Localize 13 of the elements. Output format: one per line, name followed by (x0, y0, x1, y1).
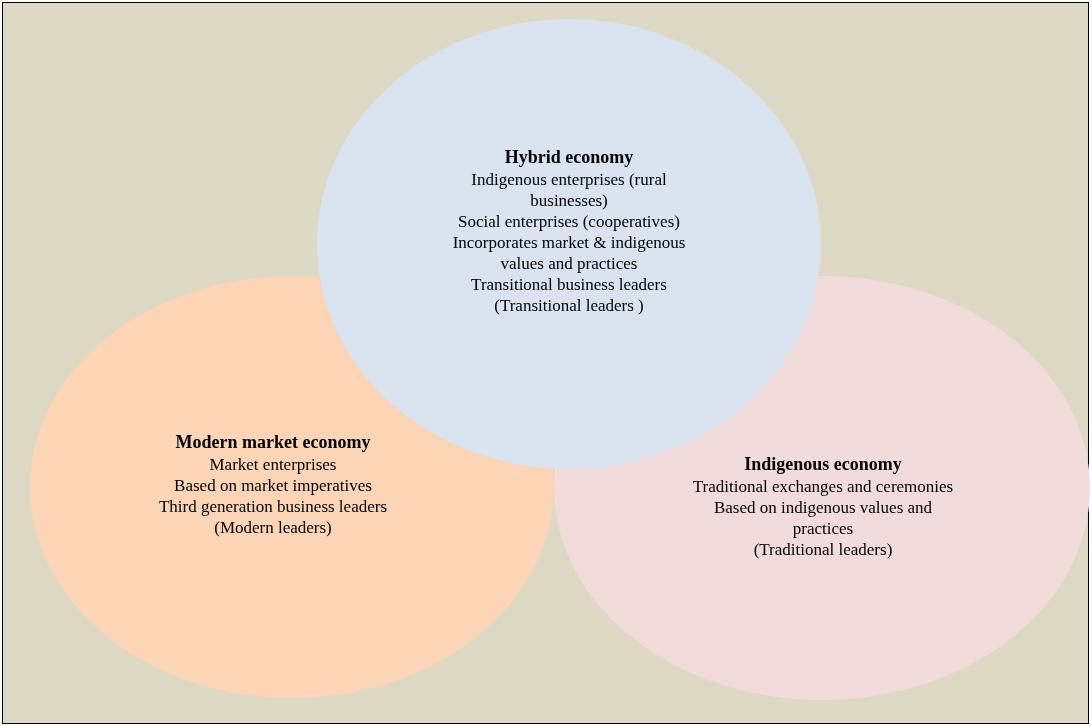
economy-heading: Modern market economy (174, 432, 372, 453)
economy-description: (Traditional leaders) (752, 539, 894, 560)
economy-heading: Indigenous economy (743, 454, 903, 475)
economy-description: Indigenous enterprises (rural businesses) (470, 169, 668, 211)
economy-description: Based on market imperatives (173, 475, 373, 496)
economy-heading: Hybrid economy (503, 147, 635, 168)
economy-description: Market enterprises (208, 454, 338, 475)
economy-description: Third generation business leaders (Modern leaders) (158, 496, 388, 538)
economy-description: Incorporates market & indigenous values and practices (451, 232, 687, 274)
economy-description: Transitional business leaders (Transitional leaders ) (470, 274, 668, 316)
economy-description: Traditional exchanges and ceremonies (691, 476, 955, 497)
economy-description: Social enterprises (cooperatives) (457, 211, 681, 232)
economy-description: Based on indigenous values and practices (712, 497, 934, 539)
